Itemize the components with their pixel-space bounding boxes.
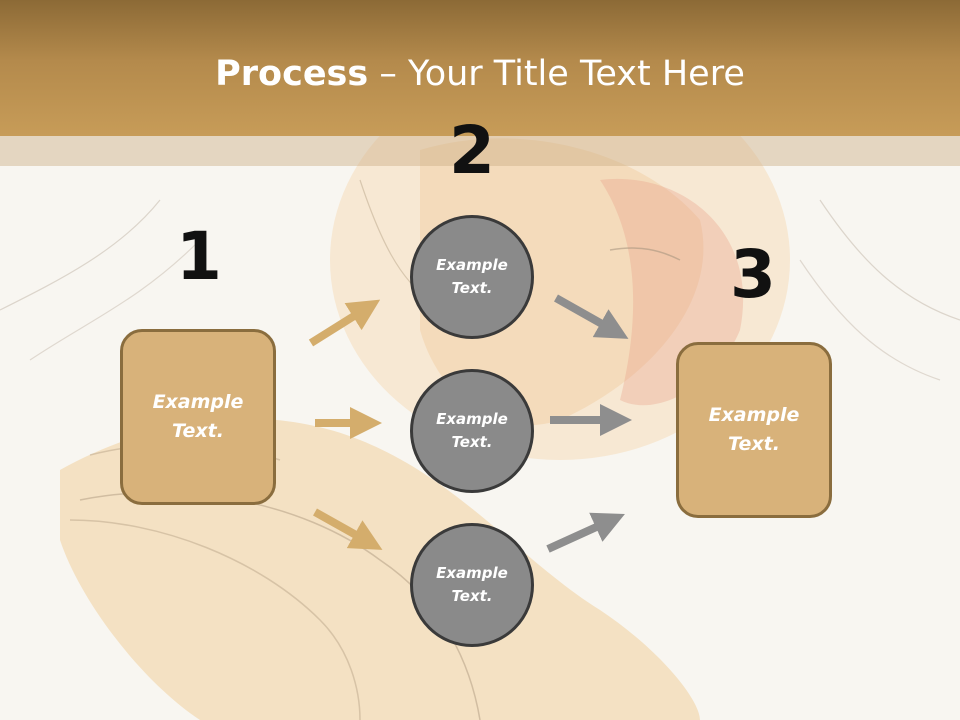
step-2-circle-top: Example Text. xyxy=(410,215,534,339)
circle-bottom-label: Example Text. xyxy=(436,564,508,605)
arrow-step1-to-top xyxy=(308,299,381,347)
arrow-bottom-to-step3 xyxy=(546,512,625,553)
title-bar-band xyxy=(0,136,960,166)
slide-title: Process – Your Title Text Here xyxy=(0,52,960,96)
slide-title-rest: – Your Title Text Here xyxy=(368,54,745,94)
step-3-box: Example Text. xyxy=(676,342,832,518)
step-3-label: Example Text. xyxy=(708,404,800,455)
step-2-circle-bottom: Example Text. xyxy=(410,523,534,647)
arrow-step1-to-bottom xyxy=(313,508,383,550)
circle-middle-label: Example Text. xyxy=(436,410,508,451)
step-2-circle-middle: Example Text. xyxy=(410,369,534,493)
step-number-1: 1 xyxy=(176,218,222,295)
arrow-top-to-step3 xyxy=(554,294,629,339)
step-number-2: 2 xyxy=(449,112,495,189)
step-1-label: Example Text. xyxy=(152,391,244,442)
step-number-3: 3 xyxy=(730,236,776,313)
slide-title-bold: Process xyxy=(215,54,369,94)
step-1-box: Example Text. xyxy=(120,329,276,505)
title-bar xyxy=(0,0,960,136)
circle-top-label: Example Text. xyxy=(436,256,508,297)
